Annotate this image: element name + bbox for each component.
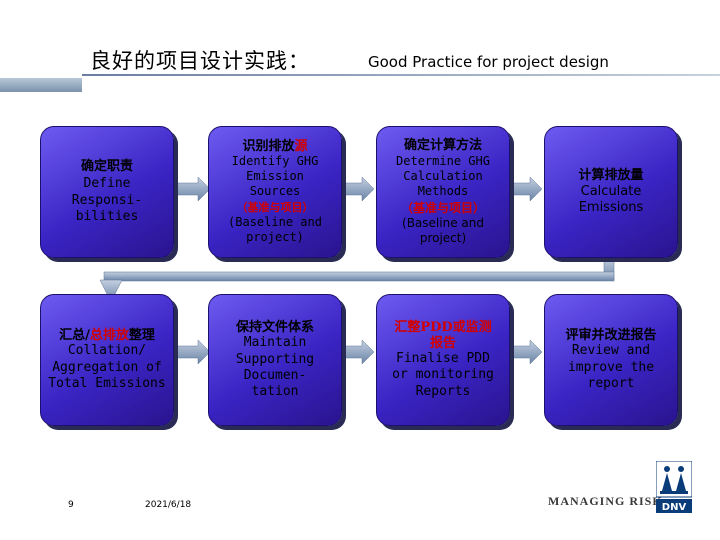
step3-en: Determine GHG Calculation Methods: [396, 153, 490, 198]
arrow-7-8: [509, 339, 543, 365]
dnv-logo-icon: DNV: [656, 461, 692, 513]
step8-cn: 评审并改进报告: [565, 327, 657, 343]
step6-cn: 保持文件体系: [235, 319, 314, 335]
step6-en: Maintain Supporting Documen-tation: [235, 335, 315, 400]
footer-date: 2021/6/18: [145, 500, 192, 510]
connector-row: [96, 258, 610, 308]
step7-en: Finalise PDD or monitoring Reports: [392, 351, 494, 399]
step7-cn: 汇整PDD或监测报告: [394, 320, 492, 351]
title-chinese: 良好的项目设计实践：: [90, 49, 310, 73]
arrow-2-3: [341, 176, 375, 202]
connector-arrowhead: [99, 279, 123, 303]
connector-horizontal: [103, 271, 615, 282]
step3-en2: (Baseline and project): [402, 215, 484, 245]
slide-title-area: 良好的项目设计实践： Good Practice for project des…: [0, 30, 720, 92]
step-calculate-emissions: 计算排放量 Calculate Emissions: [544, 126, 678, 258]
step-collation: 汇总/总排放整理 Collation/ Aggregation of Total…: [40, 294, 174, 426]
step4-en: Calculate Emissions: [578, 183, 644, 215]
title-accent-bar: [0, 78, 82, 92]
step2-en2: (Baseline and project): [228, 215, 322, 245]
title-underline: [82, 74, 720, 76]
step3-note: （基准与项目）: [400, 200, 485, 215]
managing-risk-tagline: MANAGING RISK: [548, 494, 663, 508]
page-number: 9: [68, 500, 74, 510]
step8-en: Review and improve the report: [567, 343, 655, 391]
svg-text:DNV: DNV: [662, 502, 687, 513]
step5-en: Collation/ Aggregation of Total Emission…: [48, 343, 166, 391]
step1-en: Define Responsi-bilities: [71, 176, 143, 224]
title-english: Good Practice for project design: [368, 53, 609, 71]
arrow-3-4: [509, 176, 543, 202]
step2-note: （基准与项目）: [236, 201, 314, 215]
step2-cn: 识别排放源: [242, 138, 308, 154]
step-identify-sources: 识别排放源 Identify GHG Emission Sources （基准与…: [208, 126, 342, 258]
step1-cn: 确定职责: [80, 158, 133, 174]
step5-cn: 汇总/总排放整理: [59, 327, 155, 343]
step-define-responsibilities: 确定职责 Define Responsi-bilities: [40, 126, 174, 258]
step4-cn: 计算排放量: [578, 167, 644, 183]
step-review-report: 评审并改进报告 Review and improve the report: [544, 294, 678, 426]
arrow-5-6: [175, 339, 211, 365]
arrow-1-2: [175, 176, 211, 202]
arrow-6-7: [341, 339, 375, 365]
step-maintain-documentation: 保持文件体系 Maintain Supporting Documen-tatio…: [208, 294, 342, 426]
step2-en: Identify GHG Emission Sources: [231, 154, 319, 199]
step-determine-methods: 确定计算方法 Determine GHG Calculation Methods…: [376, 126, 510, 258]
step-finalise-pdd: 汇整PDD或监测报告 Finalise PDD or monitoring Re…: [376, 294, 510, 426]
step3-cn: 确定计算方法: [403, 138, 482, 154]
